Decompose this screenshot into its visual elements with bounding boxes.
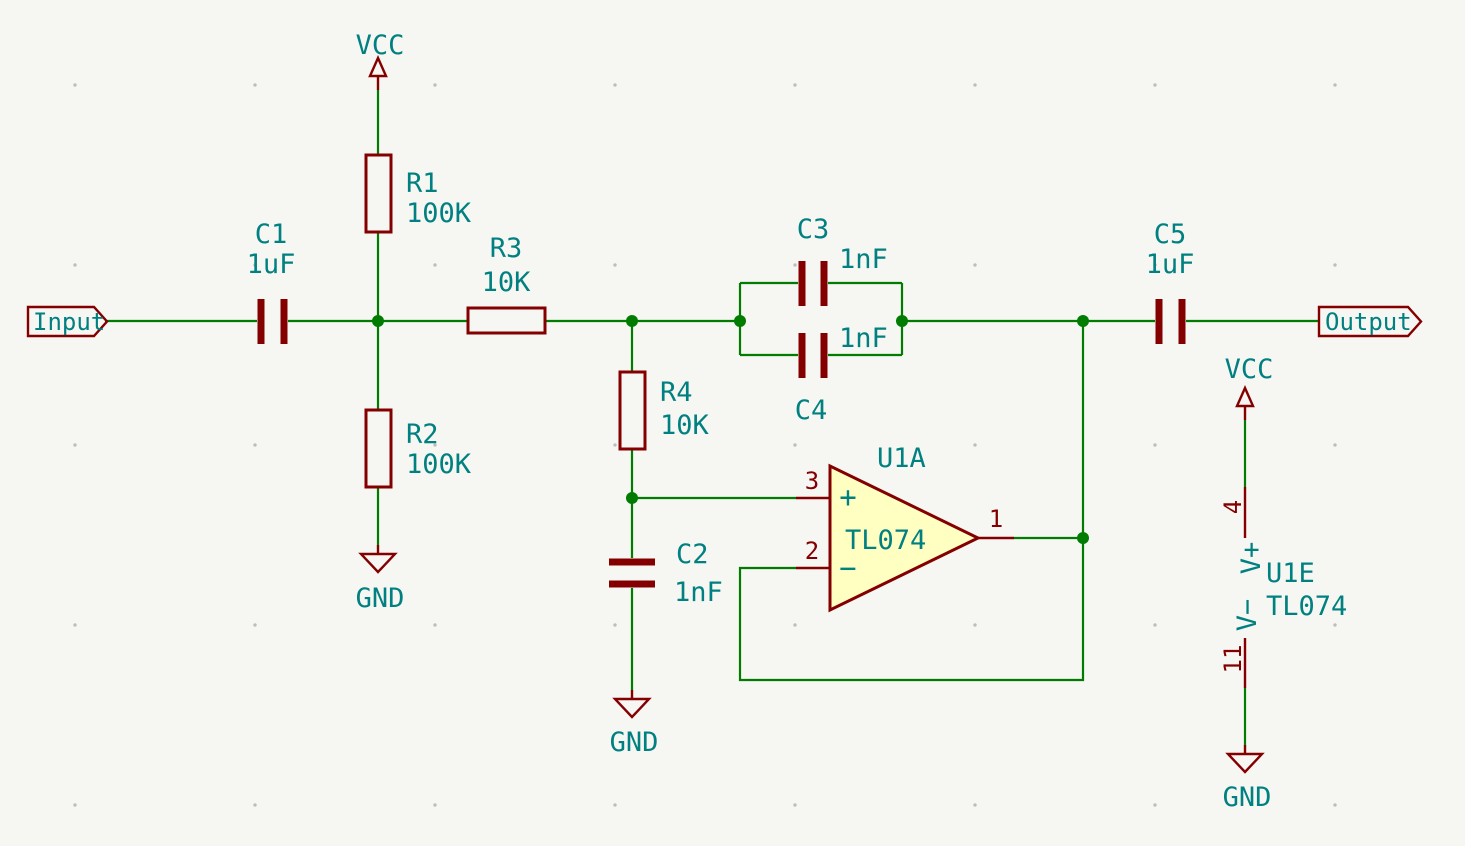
input-port-label[interactable]: Input [33, 308, 105, 336]
u1a-pin3-number: 3 [805, 467, 819, 495]
resistor-body [364, 153, 393, 234]
gnd-symbol-r2[interactable]: GND [356, 545, 405, 614]
opamp-power-u1e[interactable]: 4 V+ V− 11 U1E TL074 [1219, 487, 1347, 688]
vcc-symbol-right[interactable]: VCC [1225, 354, 1274, 420]
resistor-body [466, 306, 547, 335]
junction-dot [734, 315, 746, 327]
output-port-outline[interactable] [1317, 305, 1423, 338]
capacitor-c4[interactable]: 1nF C4 [795, 323, 888, 426]
u1a-value[interactable]: TL074 [845, 525, 926, 556]
hier-label-input[interactable]: Input [26, 305, 109, 338]
u1e-ref[interactable]: U1E [1266, 558, 1315, 589]
gnd-triangle [1225, 752, 1265, 774]
c2-value[interactable]: 1nF [674, 577, 723, 608]
junctions [372, 315, 1089, 544]
r4-value[interactable]: 10K [660, 410, 710, 441]
gnd-symbol-c2[interactable]: GND [610, 690, 659, 758]
junction-dot [1077, 532, 1089, 544]
resistor-body [618, 370, 647, 451]
opamp-minus-sign: − [839, 551, 856, 585]
c1-ref[interactable]: C1 [255, 219, 288, 250]
junction-dot [896, 315, 908, 327]
wire-feedback[interactable] [738, 538, 1085, 682]
u1e-vminus-name: V− [1232, 599, 1263, 632]
vcc-symbol-top[interactable]: VCC [356, 30, 405, 90]
r3-value[interactable]: 10K [482, 267, 532, 298]
hier-label-output[interactable]: Output [1317, 305, 1423, 338]
r2-value[interactable]: 100K [406, 449, 472, 480]
vcc-net-label[interactable]: VCC [1225, 354, 1274, 385]
r1-value[interactable]: 100K [406, 198, 472, 229]
u1e-pin11-number: 11 [1219, 645, 1247, 674]
c5-value[interactable]: 1uF [1146, 249, 1195, 280]
opamp-plus-sign: + [839, 480, 856, 514]
c4-value[interactable]: 1nF [839, 323, 888, 354]
input-port-outline[interactable] [26, 305, 109, 338]
capacitor-c2[interactable]: C2 1nF [609, 539, 723, 608]
c3-ref[interactable]: C3 [797, 214, 830, 245]
opamp-u1a[interactable]: + − U1A TL074 3 2 1 [796, 443, 1014, 613]
u1a-pin2-number: 2 [805, 537, 819, 565]
gnd-net-label[interactable]: GND [1223, 782, 1272, 813]
junction-dot [372, 315, 384, 327]
r3-ref[interactable]: R3 [490, 233, 523, 264]
vcc-arrow-head [368, 55, 388, 78]
gnd-net-label[interactable]: GND [356, 583, 405, 614]
vcc-arrow-head [1235, 385, 1255, 408]
u1e-pin4-number: 4 [1219, 500, 1247, 514]
junction-dot [626, 492, 638, 504]
capacitor-c1[interactable]: C1 1uF [247, 219, 296, 344]
r2-ref[interactable]: R2 [406, 419, 439, 450]
u1a-ref[interactable]: U1A [877, 443, 926, 474]
c5-ref[interactable]: C5 [1154, 219, 1187, 250]
gnd-net-label[interactable]: GND [610, 727, 659, 758]
gnd-symbol-right[interactable]: GND [1223, 745, 1272, 813]
junction-dot [626, 315, 638, 327]
c1-value[interactable]: 1uF [247, 249, 296, 280]
resistor-r4[interactable]: R4 10K [618, 370, 710, 451]
c2-ref[interactable]: C2 [676, 539, 709, 570]
u1a-pin1-number: 1 [989, 505, 1003, 533]
wires[interactable] [105, 90, 1319, 745]
c3-value[interactable]: 1nF [839, 244, 888, 275]
u1e-value[interactable]: TL074 [1266, 591, 1347, 622]
resistor-r2[interactable]: R2 100K [364, 408, 472, 489]
vcc-net-label[interactable]: VCC [356, 30, 405, 61]
gnd-triangle [358, 552, 398, 574]
output-port-label[interactable]: Output [1325, 308, 1412, 336]
r4-ref[interactable]: R4 [660, 377, 693, 408]
junction-dot [1077, 315, 1089, 327]
capacitor-c3[interactable]: C3 1nF [797, 214, 888, 306]
capacitor-c5[interactable]: C5 1uF [1146, 219, 1195, 344]
resistor-r3[interactable]: R3 10K [466, 233, 547, 335]
c4-ref[interactable]: C4 [795, 395, 828, 426]
resistor-r1[interactable]: R1 100K [364, 153, 472, 234]
r1-ref[interactable]: R1 [406, 168, 439, 199]
opamp-triangle[interactable] [828, 463, 982, 613]
u1e-vplus-name: V+ [1236, 542, 1267, 575]
gnd-triangle [612, 697, 652, 719]
resistor-body [364, 408, 393, 489]
